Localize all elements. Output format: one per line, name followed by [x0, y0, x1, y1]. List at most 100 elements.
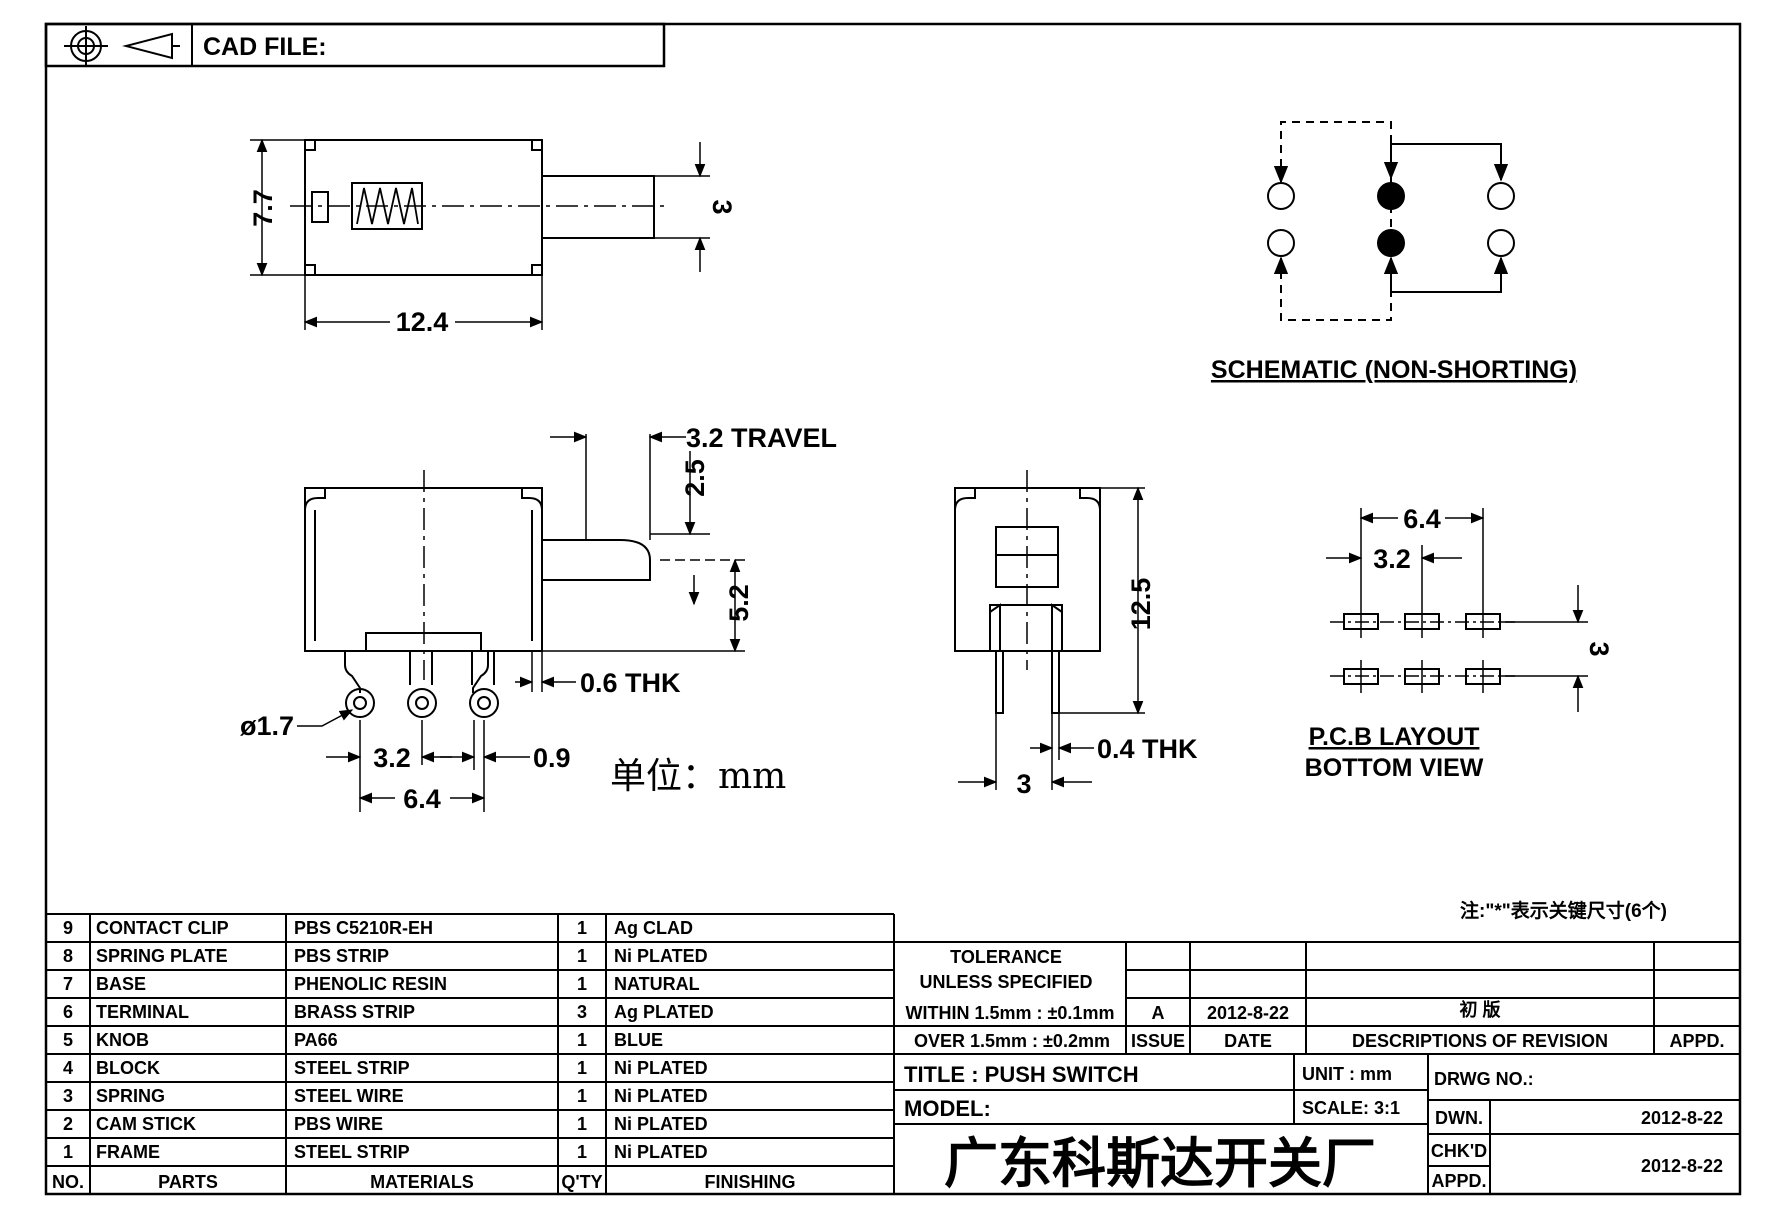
- bom-finishing: Ni PLATED: [614, 1086, 708, 1106]
- bom-no: 5: [63, 1030, 73, 1050]
- bom-part: BASE: [96, 974, 146, 994]
- bom-row: 5 KNOB PA66 1 BLUE: [63, 1030, 663, 1050]
- bom-no: 1: [63, 1142, 73, 1162]
- date-value: 2012-8-22: [1207, 1003, 1289, 1023]
- side-span-dim: 6.4: [403, 784, 441, 814]
- side-thk-dim: 0.6 THK: [580, 668, 681, 698]
- bom-part: SPRING PLATE: [96, 946, 228, 966]
- issue-label: ISSUE: [1131, 1031, 1185, 1051]
- side-dim-2-5: 2.5: [680, 459, 710, 497]
- pcb-row-dim: 3: [1584, 641, 1614, 656]
- company-name: 广东科斯达开关厂: [944, 1132, 1376, 1195]
- pcb-caption: P.C.B LAYOUT: [1309, 723, 1480, 751]
- bom-no: 3: [63, 1086, 73, 1106]
- bom-no: 6: [63, 1002, 73, 1022]
- drwg-no-label: DRWG NO.:: [1434, 1069, 1534, 1089]
- bom-material: BRASS STRIP: [294, 1002, 415, 1022]
- bom-part: TERMINAL: [96, 1002, 189, 1022]
- bom-material: STEEL STRIP: [294, 1142, 410, 1162]
- bom-qty: 1: [577, 918, 587, 938]
- projection-symbol-icon: [64, 26, 180, 66]
- bom-material: PHENOLIC RESIN: [294, 974, 447, 994]
- bom-header-row: NO. PARTS MATERIALS Q'TY FINISHING: [52, 1172, 796, 1192]
- bom-row: 2 CAM STICK PBS WIRE 1 Ni PLATED: [63, 1114, 708, 1134]
- bom-finishing: Ag CLAD: [614, 918, 693, 938]
- bom-part: CONTACT CLIP: [96, 918, 229, 938]
- side-pitch-dim: 3.2: [373, 743, 411, 773]
- bom-material: PBS STRIP: [294, 946, 389, 966]
- top-height-dim: 7.7: [248, 189, 278, 227]
- revision-description: 初 版: [1459, 999, 1500, 1020]
- dwn-label: DWN.: [1435, 1108, 1483, 1128]
- bom-qty: 1: [577, 1114, 587, 1134]
- bom-no: 4: [63, 1058, 73, 1078]
- bom-material: STEEL STRIP: [294, 1058, 410, 1078]
- bom-finishing: BLUE: [614, 1030, 663, 1050]
- bom-finishing: Ni PLATED: [614, 1142, 708, 1162]
- descriptions-label: DESCRIPTIONS OF REVISION: [1352, 1031, 1608, 1051]
- side-view: [297, 431, 745, 812]
- bom-part: CAM STICK: [96, 1114, 196, 1134]
- bom-finishing: Ag PLATED: [614, 1002, 714, 1022]
- bom-qty: 1: [577, 1030, 587, 1050]
- pcb-layout: [1326, 508, 1588, 712]
- bom-part: BLOCK: [96, 1058, 160, 1078]
- bom-qty: 1: [577, 974, 587, 994]
- end-view: [954, 470, 1145, 790]
- drawing-title: TITLE : PUSH SWITCH: [904, 1062, 1139, 1087]
- chk-date: 2012-8-22: [1641, 1156, 1723, 1176]
- bom-no: 2: [63, 1114, 73, 1134]
- appd-label: APPD.: [1669, 1031, 1724, 1051]
- chkd-label: CHK'D: [1431, 1141, 1487, 1161]
- end-height-dim: 12.5: [1126, 578, 1156, 631]
- issue-value: A: [1152, 1003, 1165, 1023]
- bom-material: PA66: [294, 1030, 338, 1050]
- top-length-dim: 12.4: [396, 307, 449, 337]
- bom-material: PBS C5210R-EH: [294, 918, 433, 938]
- bom-material: PBS WIRE: [294, 1114, 383, 1134]
- unit-field: UNIT : mm: [1302, 1064, 1392, 1084]
- end-width-dim: 3: [1016, 769, 1031, 799]
- side-pin-width-dim: 0.9: [533, 743, 571, 773]
- travel-dim: 3.2 TRAVEL: [686, 423, 837, 453]
- bom-header-materials: MATERIALS: [370, 1172, 474, 1192]
- bom-header-finishing: FINISHING: [704, 1172, 795, 1192]
- scale-field: SCALE: 3:1: [1302, 1098, 1400, 1118]
- pin-dia-dim: ø1.7: [240, 711, 294, 741]
- date-label: DATE: [1224, 1031, 1272, 1051]
- bom-qty: 1: [577, 946, 587, 966]
- key-dimension-note: 注:"*"表示关键尺寸(6个): [1460, 899, 1667, 922]
- bom-finishing: Ni PLATED: [614, 946, 708, 966]
- bom-finishing: Ni PLATED: [614, 1114, 708, 1134]
- side-dim-5-2: 5.2: [724, 584, 754, 622]
- bom-part: SPRING: [96, 1086, 165, 1106]
- top-knob-dim: 3: [707, 199, 737, 214]
- header-box: CAD FILE:: [44, 22, 666, 68]
- bom-table: [46, 913, 895, 1194]
- bom-header-parts: PARTS: [158, 1172, 218, 1192]
- bom-header-no: NO.: [52, 1172, 84, 1192]
- cad-file-label: CAD FILE:: [203, 33, 327, 61]
- unit-note: 单位：mm: [610, 756, 786, 797]
- within-tolerance: WITHIN 1.5mm : ±0.1mm: [906, 1003, 1115, 1023]
- pcb-caption-2: BOTTOM VIEW: [1305, 754, 1484, 782]
- tolerance-label: TOLERANCE: [950, 947, 1062, 967]
- top-view: [250, 138, 710, 330]
- schematic: [1267, 121, 1515, 321]
- schematic-caption: SCHEMATIC (NON-SHORTING): [1211, 356, 1577, 384]
- bom-header-qty: Q'TY: [561, 1172, 602, 1192]
- bom-material: STEEL WIRE: [294, 1086, 404, 1106]
- bom-part: KNOB: [96, 1030, 149, 1050]
- title-block: [894, 941, 1740, 1194]
- end-thk-dim: 0.4 THK: [1097, 734, 1198, 764]
- dwn-date: 2012-8-22: [1641, 1108, 1723, 1128]
- pcb-span-dim: 6.4: [1403, 504, 1441, 534]
